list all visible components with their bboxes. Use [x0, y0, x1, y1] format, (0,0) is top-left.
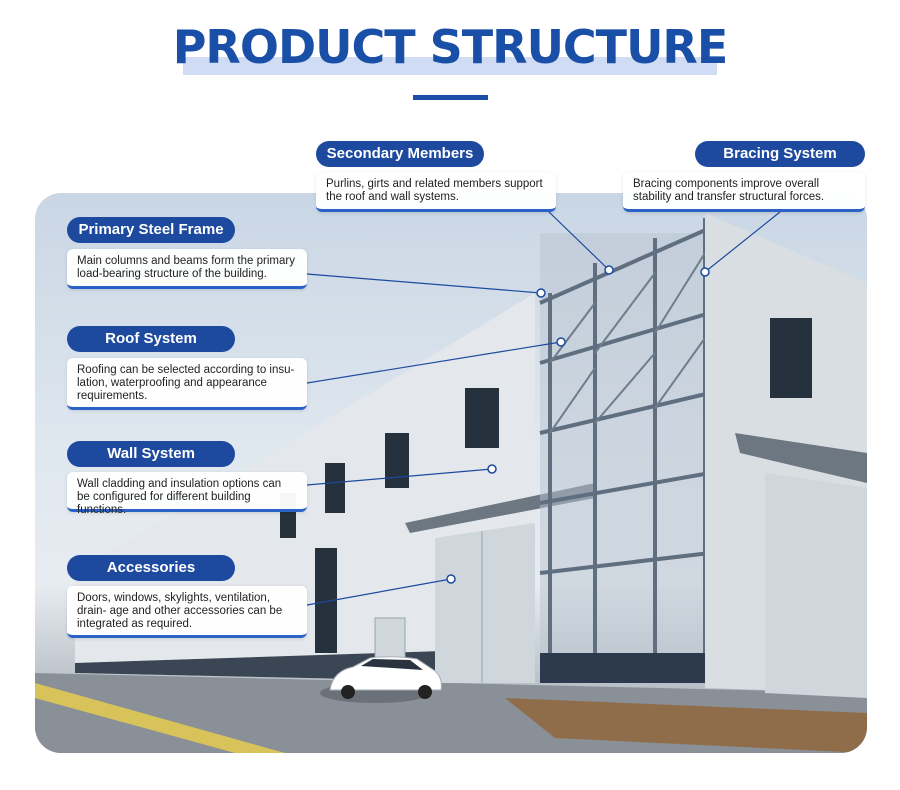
page-title: PRODUCT STRUCTURE: [172, 20, 729, 74]
accessories-card: Doors, windows, skylights, ventilation, …: [67, 586, 307, 638]
wall-system-label: Wall System: [67, 441, 235, 467]
accessories-label: Accessories: [67, 555, 235, 581]
title-underline: [413, 95, 488, 100]
car: [320, 656, 442, 703]
bracing-system-card: Bracing components improve overall stabi…: [623, 172, 865, 212]
bracing-system-label: Bracing System: [695, 141, 865, 167]
primary-frame-card: Main columns and beams form the primary …: [67, 249, 307, 289]
title-highlight-bar: [183, 57, 717, 75]
primary-frame-label: Primary Steel Frame: [67, 217, 235, 243]
secondary-members-label: Secondary Members: [316, 141, 484, 167]
wall-system-card: Wall cladding and insulation options can…: [67, 472, 307, 516]
roof-system-label: Roof System: [67, 326, 235, 352]
secondary-members-card: Purlins, girts and related members suppo…: [316, 172, 556, 212]
roof-system-card: Roofing can be selected according to ins…: [67, 358, 307, 410]
title-section: PRODUCT STRUCTURE: [0, 20, 900, 80]
